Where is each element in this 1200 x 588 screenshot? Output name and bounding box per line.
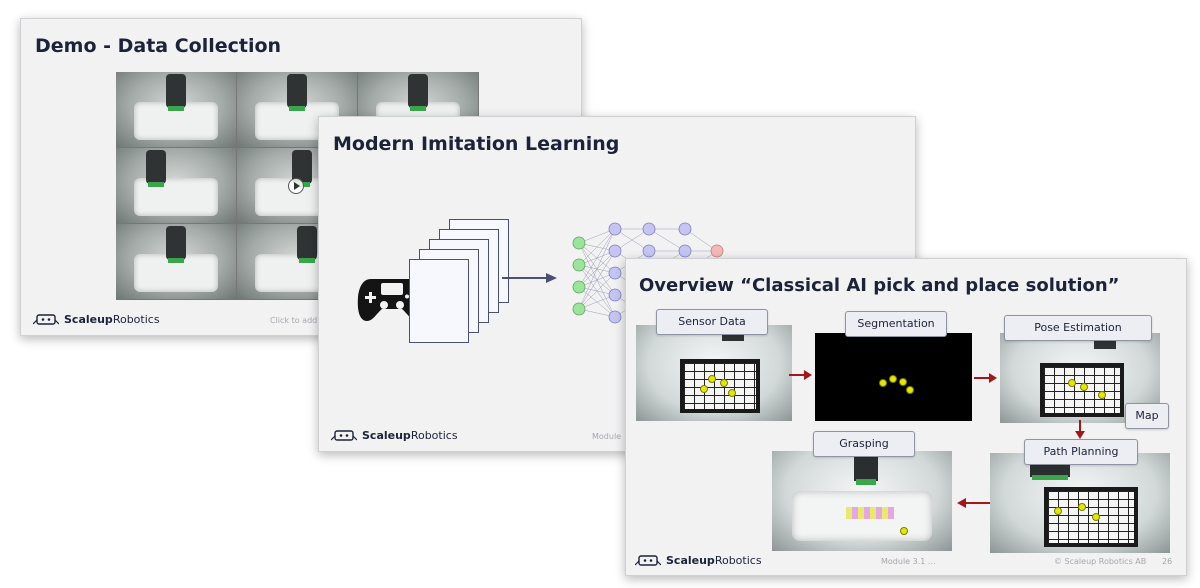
page-number: 26 [1162, 557, 1173, 566]
neural-network-diagram [572, 222, 724, 324]
footer-placeholder[interactable]: Click to add i [270, 316, 323, 325]
sensor-data-label: Sensor Data [656, 309, 768, 335]
slide-title: Modern Imitation Learning [333, 133, 620, 155]
footer-module: Module [592, 432, 622, 441]
arrow-right-icon [502, 273, 557, 283]
sensor-data-image [636, 325, 792, 421]
arrow-right-icon [974, 373, 997, 383]
brand-name-rest: Robotics [410, 428, 458, 442]
segmentation-label: Segmentation [845, 311, 947, 337]
path-planning-label: Path Planning [1024, 439, 1138, 465]
demonstration-frames [409, 219, 515, 343]
play-icon[interactable] [288, 178, 304, 194]
footer-logo: ScaleupRobotics [635, 553, 762, 567]
footer-copyright: © Scaleup Robotics AB [1054, 557, 1147, 566]
arrow-right-icon [789, 370, 812, 380]
robot-logo-icon [33, 314, 59, 325]
map-label: Map [1125, 403, 1169, 429]
slide-title: Overview “Classical AI pick and place so… [639, 275, 1120, 296]
arrow-down-icon [1075, 420, 1085, 439]
footer-logo: ScaleupRobotics [331, 428, 458, 442]
brand-name-bold: Scaleup [64, 312, 113, 326]
robot-logo-icon [331, 430, 357, 441]
slide-overview-classical-ai[interactable]: Overview “Classical AI pick and place so… [625, 258, 1187, 576]
arrow-left-icon [957, 498, 990, 508]
slide-title: Demo - Data Collection [35, 35, 282, 57]
brand-name-bold: Scaleup [666, 553, 715, 567]
pose-estimation-label: Pose Estimation [1004, 315, 1152, 341]
robot-logo-icon [635, 555, 661, 566]
footer-logo: ScaleupRobotics [33, 312, 160, 326]
brand-name-bold: Scaleup [362, 428, 411, 442]
brand-name-rest: Robotics [112, 312, 160, 326]
path-planning-image [990, 453, 1170, 553]
segmentation-image [815, 333, 972, 421]
footer-module: Module 3.1 ... [881, 557, 936, 566]
brand-name-rest: Robotics [714, 553, 762, 567]
grasping-label: Grasping [813, 431, 915, 457]
grasping-image [772, 451, 952, 551]
